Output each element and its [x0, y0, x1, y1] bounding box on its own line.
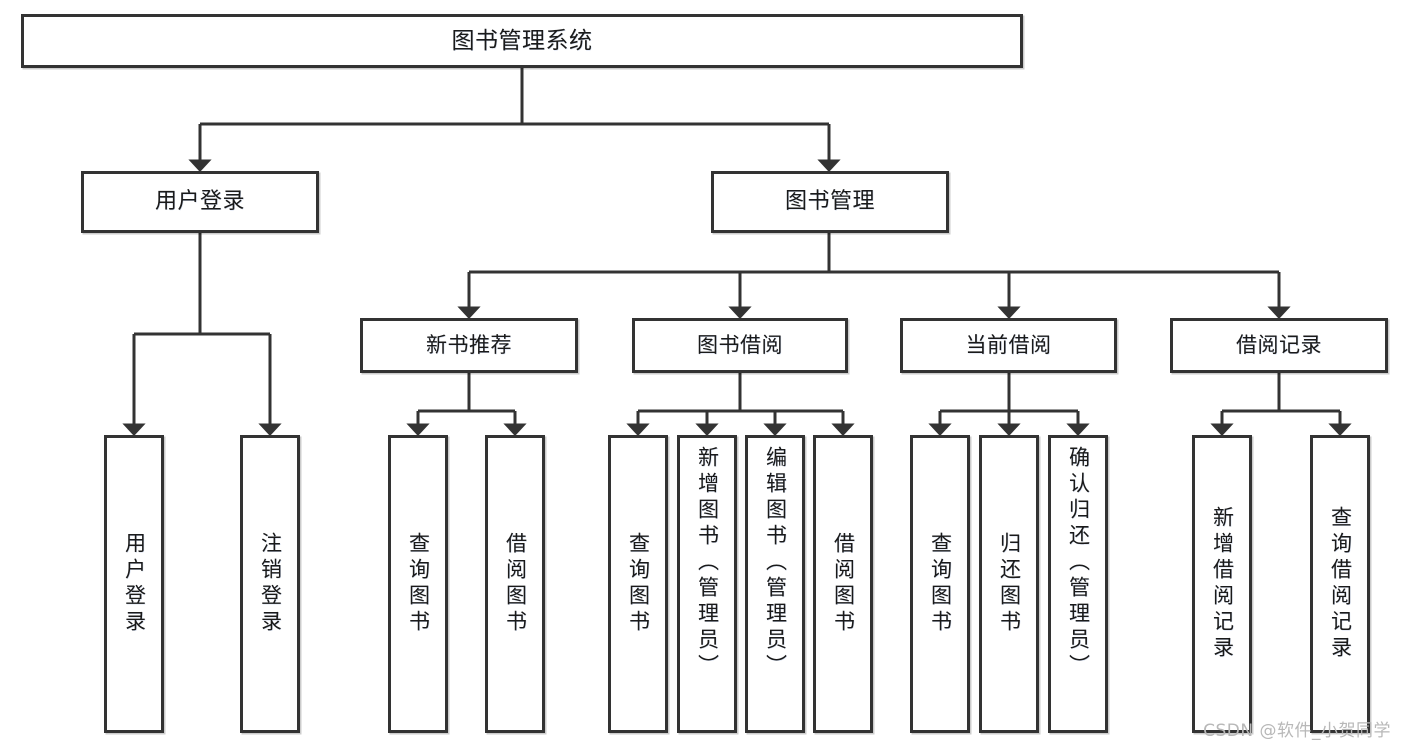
leaf-recommend-borrow-book[interactable]: 借阅图书 — [485, 435, 545, 733]
node-book-management[interactable]: 图书管理 — [711, 171, 949, 233]
leaf-borrow-query-book[interactable]: 查询图书 — [608, 435, 668, 733]
leaf-current-return-book[interactable]: 归还图书 — [979, 435, 1039, 733]
node-label: 借阅图书 — [503, 532, 528, 636]
node-root-system[interactable]: 图书管理系统 — [21, 14, 1023, 68]
leaf-record-query-record[interactable]: 查询借阅记录 — [1310, 435, 1370, 733]
node-label: 新增借阅记录 — [1210, 506, 1235, 662]
watermark-text: CSDN @软件_小贺同学 — [1203, 721, 1391, 741]
node-label: 图书借阅 — [697, 333, 783, 358]
node-label: 当前借阅 — [965, 333, 1052, 358]
leaf-recommend-query-book[interactable]: 查询图书 — [388, 435, 448, 733]
node-user-login[interactable]: 用户登录 — [81, 171, 319, 233]
leaf-current-query-book[interactable]: 查询图书 — [910, 435, 970, 733]
node-label: 借阅图书 — [831, 532, 856, 636]
node-label: 用户登录 — [154, 189, 245, 215]
node-label: 查询图书 — [406, 532, 431, 636]
node-label: 借阅记录 — [1236, 333, 1322, 358]
leaf-record-add-record[interactable]: 新增借阅记录 — [1192, 435, 1252, 733]
leaf-borrow-edit-book[interactable]: 编辑图书（管理员） — [745, 435, 805, 733]
node-label: 确认归还（管理员） — [1066, 446, 1091, 680]
node-label: 新增图书（管理员） — [695, 446, 720, 680]
node-label: 用户登录 — [122, 532, 147, 636]
leaf-current-confirm-return[interactable]: 确认归还（管理员） — [1048, 435, 1108, 733]
node-label: 查询借阅记录 — [1328, 506, 1353, 662]
node-book-borrow[interactable]: 图书借阅 — [632, 318, 848, 373]
leaf-user-login-login[interactable]: 用户登录 — [104, 435, 164, 733]
node-borrow-record[interactable]: 借阅记录 — [1170, 318, 1388, 373]
node-label: 图书管理 — [784, 189, 875, 215]
node-new-book-recommend[interactable]: 新书推荐 — [360, 318, 578, 373]
node-label: 注销登录 — [258, 532, 283, 636]
node-label: 图书管理系统 — [451, 27, 593, 54]
node-label: 归还图书 — [997, 532, 1022, 636]
leaf-borrow-add-book[interactable]: 新增图书（管理员） — [677, 435, 737, 733]
leaf-user-login-logout[interactable]: 注销登录 — [240, 435, 300, 733]
leaf-borrow-borrow-book[interactable]: 借阅图书 — [813, 435, 873, 733]
node-label: 新书推荐 — [426, 333, 512, 358]
node-label: 编辑图书（管理员） — [763, 446, 788, 680]
node-label: 查询图书 — [928, 532, 953, 636]
node-current-borrow[interactable]: 当前借阅 — [900, 318, 1117, 373]
node-label: 查询图书 — [626, 532, 651, 636]
